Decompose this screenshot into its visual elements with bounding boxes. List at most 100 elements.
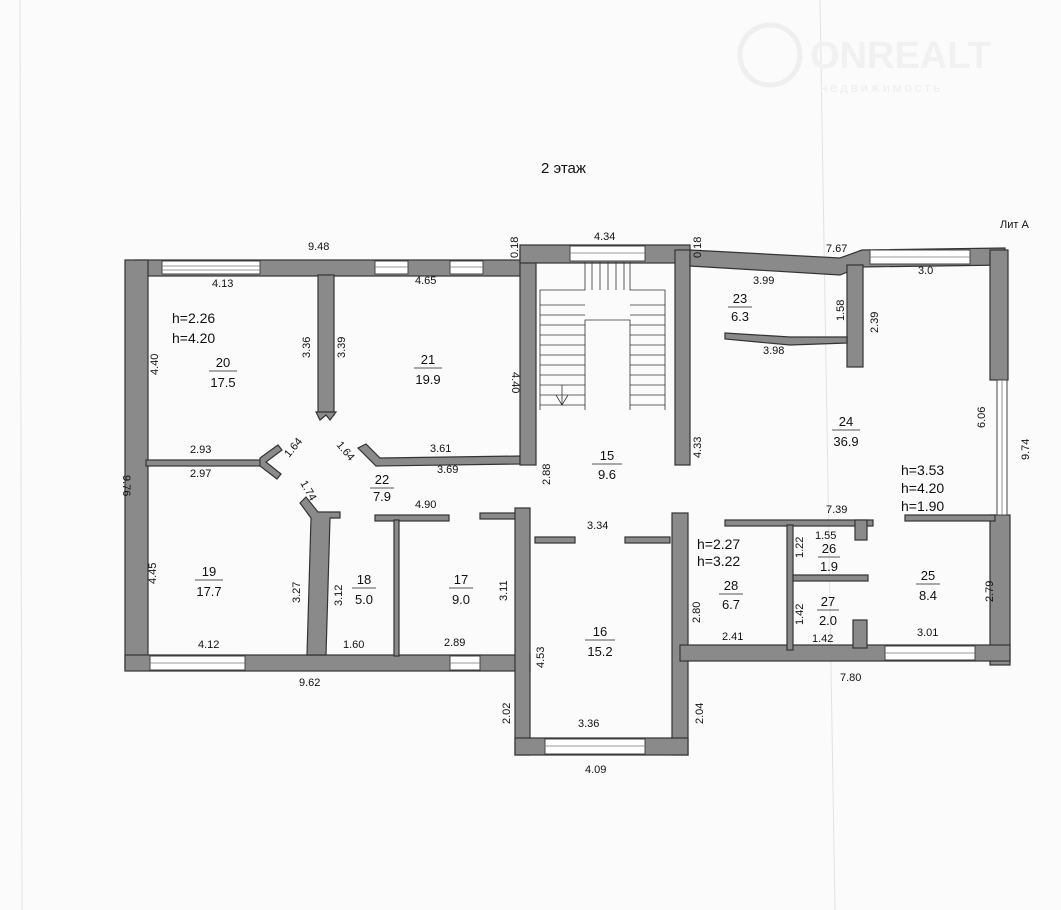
room-19: 19 17.7 [195,564,223,599]
svg-text:1.64: 1.64 [334,439,357,463]
ceiling-heights: h=2.26 h=4.20 h=3.53 h=4.20 h=1.90 h=2.2… [172,310,944,569]
svg-text:15: 15 [600,448,614,463]
svg-text:2.04: 2.04 [694,703,706,724]
svg-text:9.0: 9.0 [452,592,470,607]
svg-text:6.7: 6.7 [722,597,740,612]
room-15: 159.6 [592,448,622,482]
svg-text:5.0: 5.0 [355,592,373,607]
svg-text:20: 20 [216,355,230,370]
svg-text:9.76: 9.76 [120,475,132,496]
svg-text:8.4: 8.4 [919,588,937,603]
svg-text:3.99: 3.99 [753,275,774,287]
svg-text:9.6: 9.6 [598,467,616,482]
dimension-labels: 9.48 4.13 4.65 0.18 4.34 0.18 7.67 3.99 … [120,231,1032,776]
svg-text:4.13: 4.13 [212,278,233,290]
room-25: 258.4 [916,568,940,603]
svg-text:ONREALT: ONREALT [810,35,991,77]
svg-text:2.79: 2.79 [984,581,996,602]
staircase [539,262,666,410]
room-18: 185.0 [352,572,376,607]
svg-text:19.9: 19.9 [415,372,440,387]
svg-text:h=4.20: h=4.20 [172,330,215,346]
svg-text:9.74: 9.74 [1020,439,1032,460]
svg-text:19: 19 [202,564,216,579]
svg-text:4.33: 4.33 [692,437,704,458]
svg-text:1.9: 1.9 [820,559,838,574]
svg-text:2.88: 2.88 [541,464,553,485]
room-20: 20 17.5 [209,355,237,390]
svg-text:3.11: 3.11 [498,580,510,601]
svg-text:22: 22 [375,472,389,487]
svg-text:1.55: 1.55 [815,530,836,542]
svg-text:15.2: 15.2 [587,644,612,659]
svg-text:2.80: 2.80 [691,602,703,623]
svg-text:2.39: 2.39 [869,312,881,333]
svg-text:3.0: 3.0 [918,265,933,277]
svg-text:3.36: 3.36 [578,718,599,730]
floor-title: 2 этаж [541,160,586,177]
svg-text:18: 18 [357,572,371,587]
svg-text:2.0: 2.0 [819,613,837,628]
room-22: 227.9 [370,472,394,504]
svg-text:недвижимость: недвижимость [820,80,943,95]
svg-text:4.40: 4.40 [149,354,161,375]
paper-fold [819,0,836,910]
svg-text:0.18: 0.18 [509,237,521,258]
svg-text:4.90: 4.90 [415,499,436,511]
svg-text:26: 26 [822,541,836,556]
svg-text:2.02: 2.02 [501,703,513,724]
svg-text:6.06: 6.06 [976,407,988,428]
svg-text:3.39: 3.39 [336,337,348,358]
svg-text:h=3.53: h=3.53 [901,462,944,478]
svg-text:4.34: 4.34 [594,231,615,243]
svg-text:1.64: 1.64 [282,436,305,460]
svg-text:7.80: 7.80 [840,672,861,684]
svg-text:3.27: 3.27 [291,582,303,603]
svg-text:3.12: 3.12 [333,585,345,606]
svg-text:7.9: 7.9 [373,489,391,504]
svg-text:23: 23 [733,291,747,306]
svg-text:9.62: 9.62 [299,677,320,689]
svg-text:2.41: 2.41 [722,631,743,643]
walls [124,244,1011,756]
svg-text:9.48: 9.48 [308,241,329,253]
svg-text:4.12: 4.12 [198,639,219,651]
svg-text:17.7: 17.7 [196,584,221,599]
svg-text:1.42: 1.42 [812,633,833,645]
svg-text:3.98: 3.98 [763,345,784,357]
svg-text:36.9: 36.9 [833,434,858,449]
svg-text:3.69: 3.69 [437,464,458,476]
room-27: 272.0 [817,594,839,628]
svg-text:1.60: 1.60 [343,639,364,651]
svg-text:h=2.27: h=2.27 [697,536,740,552]
svg-text:7.67: 7.67 [826,243,847,255]
svg-text:17: 17 [454,572,468,587]
svg-text:4.09: 4.09 [585,764,606,776]
svg-text:3.36: 3.36 [301,337,313,358]
svg-text:h=3.22: h=3.22 [697,553,740,569]
svg-text:17.5: 17.5 [210,375,235,390]
svg-text:4.53: 4.53 [535,647,547,668]
room-16: 16 15.2 [585,624,615,659]
paper-fold [19,0,23,910]
svg-text:4.40: 4.40 [509,372,521,393]
svg-text:7.39: 7.39 [826,504,847,516]
svg-text:16: 16 [593,624,607,639]
watermark-logo: ONREALT недвижимость [737,22,991,95]
svg-text:h=4.20: h=4.20 [901,480,944,496]
svg-text:4.65: 4.65 [415,275,436,287]
svg-text:28: 28 [724,578,738,593]
room-28: 286.7 [719,578,743,612]
room-21: 21 19.9 [414,352,442,387]
svg-text:1.58: 1.58 [835,300,847,321]
svg-text:21: 21 [421,352,435,367]
svg-text:24: 24 [839,414,853,429]
room-26: 261.9 [818,541,840,574]
svg-text:2.97: 2.97 [190,468,211,480]
svg-text:2.89: 2.89 [444,637,465,649]
windows [149,245,1008,755]
svg-text:1.42: 1.42 [794,604,806,625]
svg-text:4.45: 4.45 [147,563,159,584]
svg-text:25: 25 [921,568,935,583]
